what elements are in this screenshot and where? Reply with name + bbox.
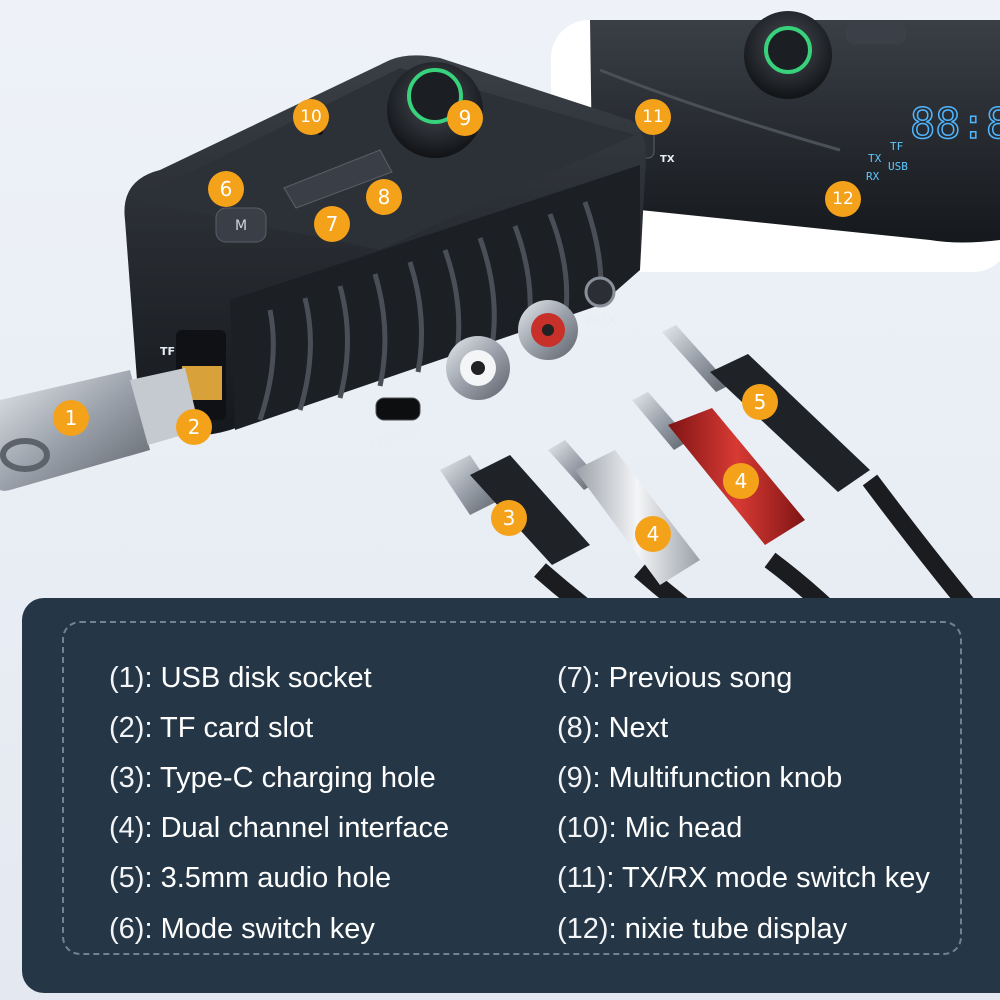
svg-text:11: 11 — [642, 107, 664, 127]
marker-8: 8 — [366, 179, 402, 215]
svg-text:4: 4 — [735, 469, 748, 493]
legend-text: : TX/RX mode switch key — [606, 862, 930, 895]
legend-item: (5): 3.5mm audio hole — [109, 854, 449, 904]
display-tx: TX — [868, 152, 882, 165]
legend-number: (3) — [109, 761, 145, 794]
legend-number: (7) — [557, 661, 593, 694]
device-body: M TF DC-5V AUX — [124, 55, 646, 454]
detail-inset: RX TX TX TF RX USB 88:88 — [551, 11, 1000, 272]
aux-label: AUX — [585, 313, 618, 329]
legend-item: (9): Multifunction knob — [557, 753, 930, 803]
svg-text:2: 2 — [188, 415, 201, 439]
nav-buttons[interactable] — [283, 149, 393, 209]
legend-item: (8): Next — [557, 703, 930, 753]
mode-button[interactable] — [215, 207, 267, 243]
legend-number: (10) — [557, 812, 609, 845]
legend-text: : Next — [592, 711, 669, 744]
legend-item: (1): USB disk socket — [109, 653, 449, 703]
marker-7: 7 — [314, 206, 350, 242]
legend-text: : Dual channel interface — [144, 812, 450, 845]
svg-text:1: 1 — [65, 406, 78, 430]
marker-6: 6 — [208, 171, 244, 207]
legend-item: (3): Type-C charging hole — [109, 753, 449, 803]
svg-text:12: 12 — [832, 189, 854, 209]
inset-device — [590, 20, 1000, 243]
legend-text: : Mode switch key — [144, 912, 375, 945]
mode-button-label: M — [235, 218, 247, 234]
svg-text:3: 3 — [503, 506, 516, 530]
tf-label: TF — [160, 345, 175, 358]
legend-item: (11): TX/RX mode switch key — [557, 854, 930, 904]
marker-9: 9 — [447, 100, 483, 136]
marker-5: 5 — [742, 384, 778, 420]
svg-text:7: 7 — [326, 212, 339, 236]
legend-number: (1) — [109, 661, 145, 694]
legend-number: (11) — [557, 862, 607, 895]
display-usb: USB — [888, 160, 908, 173]
marker-3: 3 — [491, 500, 527, 536]
dc-label: DC-5V — [368, 420, 423, 453]
legend-text: : Multifunction knob — [592, 761, 843, 794]
legend-number: (6) — [109, 912, 145, 945]
tx-label: TX — [660, 154, 675, 165]
legend-text: : USB disk socket — [144, 661, 372, 694]
display-tf: TF — [890, 140, 903, 153]
svg-text:9: 9 — [459, 106, 472, 130]
legend-frame: (1): USB disk socket (2): TF card slot (… — [62, 621, 962, 955]
marker-1: 1 — [53, 400, 89, 436]
markers: 1 2 3 4 4 5 6 7 8 9 10 11 12 — [53, 99, 861, 552]
legend-item: (10): Mic head — [557, 804, 930, 854]
phone-icon — [407, 68, 463, 124]
rca-white-plug — [548, 440, 700, 585]
legend-number: (2) — [109, 711, 145, 744]
svg-text:4: 4 — [647, 522, 660, 546]
marker-11: 11 — [635, 99, 671, 135]
legend-text: : 3.5mm audio hole — [144, 862, 392, 895]
legend-column-left: (1): USB disk socket (2): TF card slot (… — [109, 653, 449, 954]
legend-number: (12) — [557, 912, 609, 945]
legend-text: : nixie tube display — [608, 912, 848, 945]
legend-column-right: (7): Previous song (8): Next (9): Multif… — [557, 653, 930, 954]
svg-text:6: 6 — [220, 177, 233, 201]
legend-item: (7): Previous song — [557, 653, 930, 703]
type-c-port — [375, 397, 421, 421]
marker-10: 10 — [293, 99, 329, 135]
legend-number: (9) — [557, 761, 593, 794]
type-c-cable — [440, 455, 590, 565]
svg-text:5: 5 — [754, 390, 767, 414]
legend-text: : Type-C charging hole — [144, 761, 436, 794]
legend-number: (5) — [109, 862, 145, 895]
legend-panel: (1): USB disk socket (2): TF card slot (… — [22, 598, 1000, 993]
aux-port — [584, 276, 616, 308]
marker-4a: 4 — [635, 516, 671, 552]
legend-item: (4): Dual channel interface — [109, 804, 449, 854]
inset-nav-buttons — [846, 22, 906, 44]
nixie-display: 88:88 — [910, 99, 1000, 148]
svg-text:10: 10 — [300, 107, 322, 127]
legend-text: : TF card slot — [144, 711, 314, 744]
legend-item: (12): nixie tube display — [557, 904, 930, 954]
svg-text:8: 8 — [378, 185, 391, 209]
legend-item: (2): TF card slot — [109, 703, 449, 753]
display-rx: RX — [866, 170, 880, 183]
legend-number: (4) — [109, 812, 145, 845]
marker-4b: 4 — [723, 463, 759, 499]
usb-drive — [0, 368, 200, 491]
legend-text: : Previous song — [592, 661, 793, 694]
ribbed-cover — [230, 165, 640, 430]
legend-text: : Mic head — [608, 812, 743, 845]
marker-12: 12 — [825, 181, 861, 217]
legend-item: (6): Mode switch key — [109, 904, 449, 954]
marker-2: 2 — [176, 409, 212, 445]
legend-number: (8) — [557, 711, 593, 744]
